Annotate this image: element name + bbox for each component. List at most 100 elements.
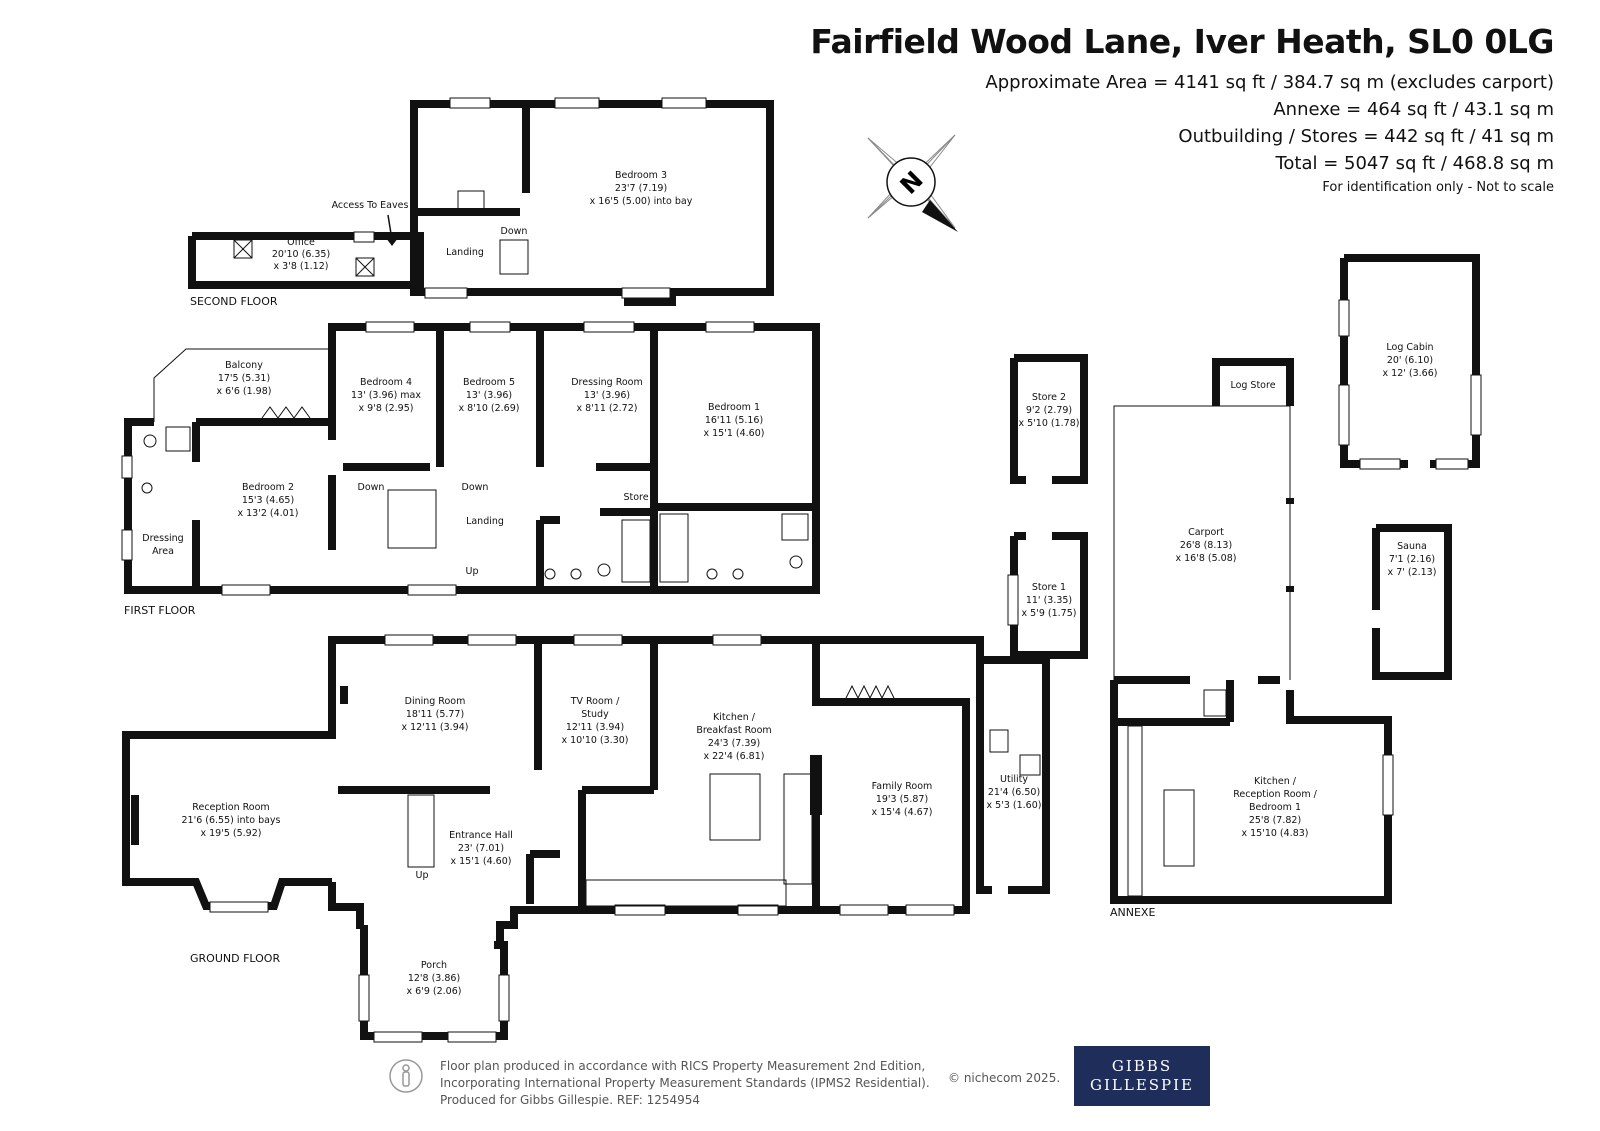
header: Fairfield Wood Lane, Iver Heath, SL0 0LG…: [810, 22, 1554, 195]
store1-dim2: x 5'9 (1.75): [1022, 608, 1077, 619]
area-total: Total = 5047 sq ft / 468.8 sq m: [1275, 153, 1554, 174]
outbuildings: [1110, 254, 1482, 904]
porch-dim2: x 6'9 (2.06): [407, 986, 462, 997]
log-cabin-dim2: x 12' (3.66): [1383, 368, 1438, 379]
utility-stores: [976, 354, 1088, 894]
reception-dim1: 21'6 (6.55) into bays: [182, 815, 281, 826]
second-floor: [188, 97, 774, 306]
kitchen-label2: Breakfast Room: [696, 725, 771, 736]
balcony-label: Balcony: [225, 360, 263, 371]
sauna-label: Sauna: [1397, 541, 1427, 552]
bedroom1-dim2: x 15'1 (4.60): [704, 428, 765, 439]
footer-line3: Produced for Gibbs Gillespie. REF: 12549…: [440, 1093, 701, 1107]
reception-label: Reception Room: [192, 802, 269, 813]
family-label: Family Room: [872, 781, 933, 792]
annexe-label: ANNEXE: [1110, 906, 1155, 919]
up1-label: Up: [466, 566, 479, 577]
footer-line1: Floor plan produced in accordance with R…: [440, 1059, 926, 1073]
first-floor-label: FIRST FLOOR: [124, 604, 196, 617]
bedroom1-dim1: 16'11 (5.16): [705, 415, 763, 426]
store-f1-label: Store: [623, 492, 648, 503]
dressing-area-label1: Dressing: [142, 533, 183, 544]
reception-dim2: x 19'5 (5.92): [201, 828, 262, 839]
bedroom3-dim2: x 16'5 (5.00) into bay: [590, 196, 693, 207]
dressing-room-dim2: x 8'11 (2.72): [577, 403, 638, 414]
balcony-dim2: x 6'6 (1.98): [217, 386, 272, 397]
landing1-label: Landing: [466, 516, 504, 527]
dining-dim2: x 12'11 (3.94): [401, 722, 468, 733]
family-dim2: x 15'4 (4.67): [872, 807, 933, 818]
down-b-label: Down: [462, 482, 489, 493]
bedroom1-label: Bedroom 1: [708, 402, 760, 413]
tv-dim2: x 10'10 (3.30): [561, 735, 628, 746]
annexe-kitchen-label2: Reception Room /: [1233, 789, 1317, 800]
footer-line2: Incorporating International Property Mea…: [440, 1076, 930, 1090]
bedroom2-dim1: 15'3 (4.65): [242, 495, 294, 506]
dining-dim1: 18'11 (5.77): [406, 709, 464, 720]
footer-text: Floor plan produced in accordance with R…: [440, 1058, 930, 1109]
carport-dim1: 26'8 (8.13): [1180, 540, 1232, 551]
store1-dim1: 11' (3.35): [1026, 595, 1072, 606]
dressing-room-dim1: 13' (3.96): [584, 390, 630, 401]
utility-dim2: x 5'3 (1.60): [987, 800, 1042, 811]
logo-line1: GIBBS: [1111, 1057, 1173, 1075]
balcony-dim1: 17'5 (5.31): [218, 373, 270, 384]
area-outbuilding: Outbuilding / Stores = 442 sq ft / 41 sq…: [1178, 126, 1554, 147]
store1-label: Store 1: [1032, 582, 1066, 593]
annexe-kitchen-label1: Kitchen /: [1254, 776, 1297, 787]
tv-dim1: 12'11 (3.94): [566, 722, 624, 733]
office-label: Office: [287, 237, 315, 248]
person-icon: [389, 1059, 423, 1093]
bedroom2-dim2: x 13'2 (4.01): [238, 508, 299, 519]
utility-label: Utility: [1000, 774, 1028, 785]
kitchen-label1: Kitchen /: [713, 712, 756, 723]
bedroom4-label: Bedroom 4: [360, 377, 412, 388]
logo-line2: GILLESPIE: [1089, 1076, 1195, 1094]
dressing-room-label: Dressing Room: [571, 377, 643, 388]
compass-icon: N: [867, 134, 958, 232]
carport-dim2: x 16'8 (5.08): [1176, 553, 1237, 564]
down2-label: Down: [501, 226, 528, 237]
down-a-label: Down: [358, 482, 385, 493]
page-title: Fairfield Wood Lane, Iver Heath, SL0 0LG: [810, 22, 1554, 61]
second-floor-label: SECOND FLOOR: [190, 295, 278, 308]
kitchen-dim2: x 22'4 (6.81): [704, 751, 765, 762]
entrance-dim2: x 15'1 (4.60): [451, 856, 512, 867]
bedroom3-label: Bedroom 3: [615, 170, 667, 181]
log-cabin-label: Log Cabin: [1386, 342, 1433, 353]
area-approx: Approximate Area = 4141 sq ft / 384.7 sq…: [985, 72, 1554, 93]
entrance-label: Entrance Hall: [449, 830, 513, 841]
log-cabin-dim1: 20' (6.10): [1387, 355, 1433, 366]
store2-dim2: x 5'10 (1.78): [1019, 418, 1080, 429]
kitchen-dim1: 24'3 (7.39): [708, 738, 760, 749]
dining-label: Dining Room: [405, 696, 466, 707]
access-eaves-label: Access To Eaves: [332, 200, 409, 211]
tv-label2: Study: [581, 709, 609, 720]
bedroom5-label: Bedroom 5: [463, 377, 515, 388]
carport-label: Carport: [1188, 527, 1224, 538]
entrance-dim1: 23' (7.01): [458, 843, 504, 854]
bedroom5-dim2: x 8'10 (2.69): [459, 403, 520, 414]
porch-dim1: 12'8 (3.86): [408, 973, 460, 984]
bedroom4-dim2: x 9'8 (2.95): [359, 403, 414, 414]
annexe-kitchen-dim2: x 15'10 (4.83): [1241, 828, 1308, 839]
dressing-area-label2: Area: [152, 546, 174, 557]
sauna-dim2: x 7' (2.13): [1388, 567, 1437, 578]
office-dim1: 20'10 (6.35): [272, 249, 330, 260]
area-annexe: Annexe = 464 sq ft / 43.1 sq m: [1273, 99, 1554, 120]
bedroom2-label: Bedroom 2: [242, 482, 294, 493]
office-dim2: x 3'8 (1.12): [274, 261, 329, 272]
ground-floor-label: GROUND FLOOR: [190, 952, 280, 965]
annexe-kitchen-dim1: 25'8 (7.82): [1249, 815, 1301, 826]
porch-label: Porch: [421, 960, 447, 971]
bedroom3-dim1: 23'7 (7.19): [615, 183, 667, 194]
first-floor: [121, 321, 820, 596]
landing2-label: Landing: [446, 247, 484, 258]
bedroom5-dim1: 13' (3.96): [466, 390, 512, 401]
family-dim1: 19'3 (5.87): [876, 794, 928, 805]
copyright: © nichecom 2025.: [948, 1071, 1061, 1085]
sauna-dim1: 7'1 (2.16): [1389, 554, 1435, 565]
identification-note: For identification only - Not to scale: [1322, 180, 1554, 195]
store2-dim1: 9'2 (2.79): [1026, 405, 1072, 416]
